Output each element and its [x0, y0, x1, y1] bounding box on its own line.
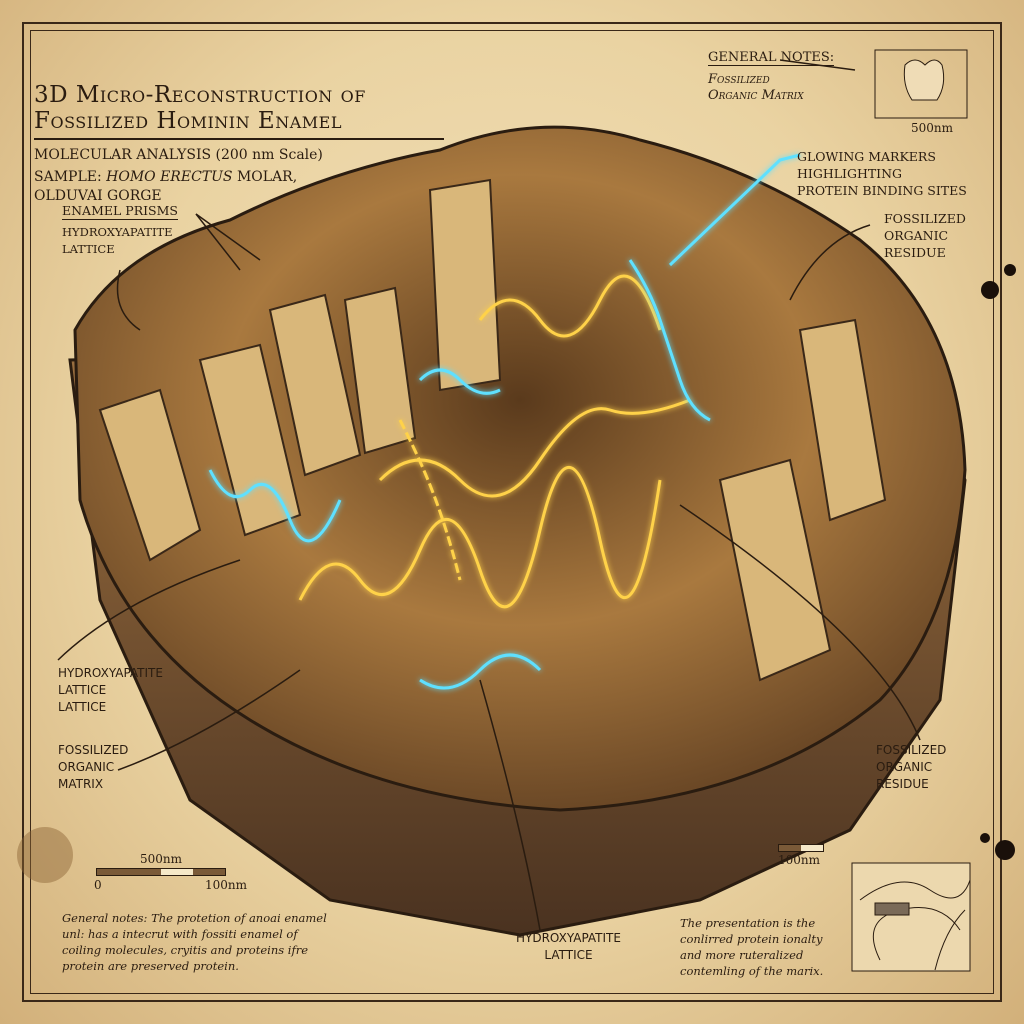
ink-blots [980, 264, 1016, 860]
notes-left: General notes: The protetion of anoai en… [62, 911, 327, 973]
tooth-icon [903, 59, 945, 101]
outer-border [22, 22, 1002, 1002]
general-notes-heading: GENERAL NOTES: [708, 50, 835, 66]
subtitle: MOLECULAR ANALYSIS (200 nm Scale) [34, 147, 323, 163]
label-hydroxyapatite-top: HYDROXYAPATITE LATTICE [62, 225, 173, 256]
tooth-inset-frame [874, 49, 968, 119]
protein-coils-gold [298, 274, 691, 609]
notes-right: The presentation is the conlirred protei… [680, 916, 824, 978]
scale-bar-left [96, 868, 226, 876]
general-notes-text: Fossilized Organic Matrix [708, 72, 804, 103]
rock-block-top [73, 125, 967, 812]
label-residue-right: FOSSILIZED ORGANIC RESIDUE [876, 743, 947, 791]
scale-left-end: 100nm [205, 878, 248, 892]
inset-scale-label: 500nm [911, 121, 954, 135]
label-hydroxyapatite-bottom: HYDROXYAPATITE LATTICE [516, 931, 621, 962]
scale-right-label: 100nm [778, 853, 821, 867]
scale-left-top-label: 500nm [140, 852, 183, 866]
coffee-stain [17, 827, 73, 883]
label-matrix-left: FOSSILIZED ORGANIC MATRIX [58, 743, 129, 791]
label-hydroxyapatite-left: HYDROXYAPATITE LATTICE LATTICE [58, 666, 163, 714]
sample-info: SAMPLE: HOMO ERECTUS MOLAR, OLDUVAI GORG… [34, 169, 298, 204]
scale-bar-right [778, 844, 824, 852]
label-enamel-prisms: ENAMEL PRISMS [62, 203, 178, 220]
inner-border [30, 30, 994, 994]
map-inset-frame [851, 862, 971, 972]
label-glowing-markers: GLOWING MARKERS HIGHLIGHTING PROTEIN BIN… [797, 149, 967, 198]
scale-left-start: 0 [94, 878, 102, 892]
enamel-prisms [98, 178, 887, 682]
label-residue-top: FOSSILIZED ORGANIC RESIDUE [884, 211, 966, 260]
map-highlight [874, 902, 910, 916]
page-title: 3D Micro-Reconstruction of Fossilized Ho… [34, 82, 444, 140]
protein-coils-blue [208, 153, 801, 690]
